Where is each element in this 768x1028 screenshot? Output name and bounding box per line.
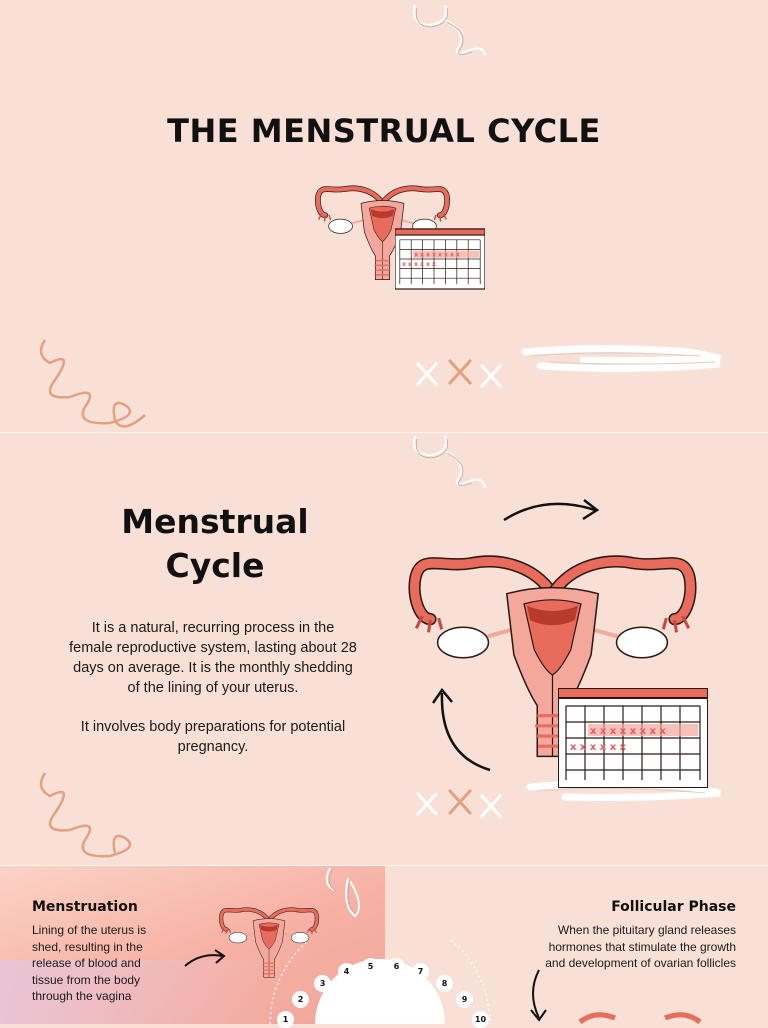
follicular-heading: Follicular Phase (611, 899, 736, 915)
uterus-illustration (578, 1012, 702, 1024)
calendar-icon (395, 228, 485, 290)
section-title-line1: Menstrual (121, 502, 309, 541)
arrow-icon (503, 499, 600, 522)
slide-divider (0, 432, 768, 433)
cycle-day-8: 8 (436, 975, 453, 992)
calendar-icon (558, 688, 708, 788)
arrow-icon (431, 687, 491, 772)
scribble-decoration (413, 4, 486, 56)
uterus-illustration (216, 895, 322, 980)
follicular-text: When the pituitary gland releases hormon… (545, 923, 736, 970)
section-title-line2: Cycle (165, 546, 265, 585)
cycle-day-10: 10 (472, 1011, 489, 1028)
slide-title: THE MENSTRUAL CYCLE (0, 0, 768, 432)
menstruation-text: Lining of the uterus is shed, resulting … (32, 923, 147, 1003)
brush-stroke-decoration (521, 345, 721, 373)
scribble-decoration (39, 339, 146, 428)
section-title: Menstrual Cycle (80, 500, 350, 588)
page-title: THE MENSTRUAL CYCLE (167, 112, 601, 150)
slide-divider (0, 865, 768, 866)
cycle-day-7: 7 (412, 963, 429, 980)
cycle-day-1: 1 (277, 1011, 294, 1028)
panel-gradient (0, 960, 300, 1024)
scribble-decoration (39, 772, 132, 858)
section-body: It is a natural, recurring process in th… (68, 618, 358, 776)
cycle-day-6: 6 (388, 958, 405, 975)
cycle-day-3: 3 (314, 975, 331, 992)
arrow-icon (184, 949, 226, 967)
body-paragraph-purpose: It involves body preparations for potent… (80, 719, 346, 755)
scribble-decoration (325, 867, 360, 918)
cycle-day-9: 9 (456, 991, 473, 1008)
cycle-day-2: 2 (292, 991, 309, 1008)
cycle-day-5: 5 (362, 958, 379, 975)
arrow-icon (530, 969, 547, 1022)
body-paragraph-definition: It is a natural, recurring process in th… (69, 620, 357, 696)
menstruation-heading: Menstruation (32, 899, 138, 915)
x-mark-icon (416, 359, 502, 388)
x-mark-icon (416, 789, 502, 818)
cycle-day-4: 4 (338, 963, 355, 980)
scribble-decoration (413, 435, 486, 489)
